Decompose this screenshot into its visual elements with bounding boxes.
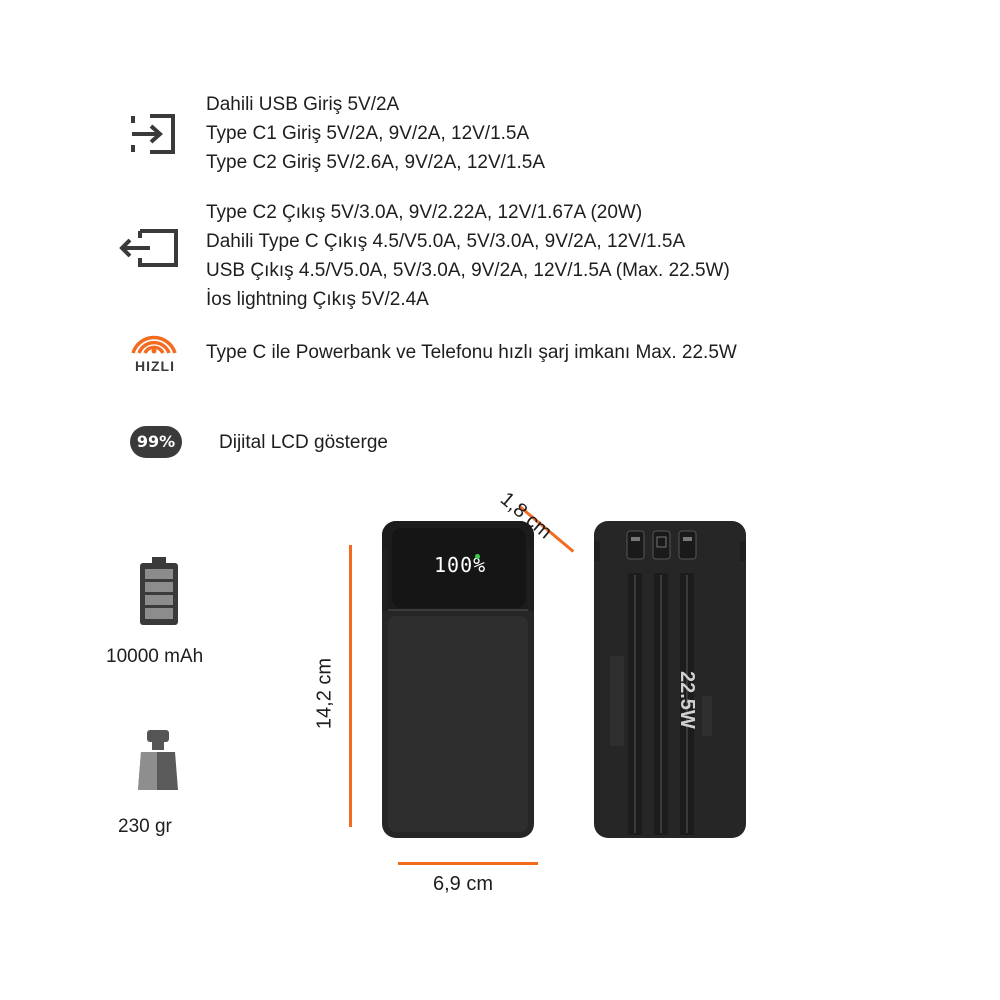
percent-badge-icon: 99% [130,426,182,458]
output-spec-line: Dahili Type C Çıkış 4.5/V5.0A, 5V/3.0A, … [206,231,686,252]
input-spec-line: Type C2 Giriş 5V/2.6A, 9V/2A, 12V/1.5A [206,152,546,173]
output-spec-line: İos lightning Çıkış 5V/2.4A [206,289,429,310]
capacity-label: 10000 mAh [106,646,204,667]
weight-label: 230 gr [118,816,172,837]
powerbank-front: 100% [382,521,534,838]
percent-badge-text: 99% [136,432,176,451]
input-spec-line: Type C1 Giriş 5V/2A, 9V/2A, 12V/1.5A [206,123,530,144]
lcd-text: Dijital LCD gösterge [219,432,388,453]
input-arrow-icon [128,113,178,155]
width-dimension-label: 6,9 cm [433,873,494,895]
battery-icon [137,556,181,628]
back-wattage-label: 22.5W [676,671,698,729]
output-spec-list: Type C2 Çıkış 5V/3.0A, 9V/2.22A, 12V/1.6… [206,198,730,314]
height-dimension-line [349,545,352,827]
status-led [475,554,480,559]
weight-icon [135,728,181,792]
fast-charge-badge: HIZLI [135,358,175,374]
input-spec-list: Dahili USB Giriş 5V/2A Type C1 Giriş 5V/… [206,90,545,177]
height-dimension-label: 14,2 cm [313,657,336,730]
powerbank-back: 22.5W [594,521,746,838]
width-dimension-line [398,862,538,865]
output-arrow-icon [118,228,180,268]
output-spec-line: Type C2 Çıkış 5V/3.0A, 9V/2.22A, 12V/1.6… [206,202,643,223]
output-spec-line: USB Çıkış 4.5/V5.0A, 5V/3.0A, 9V/2A, 12V… [206,260,730,281]
fast-charge-icon [127,327,181,375]
fast-charge-text: Type C ile Powerbank ve Telefonu hızlı ş… [206,342,737,363]
input-spec-line: Dahili USB Giriş 5V/2A [206,94,400,115]
